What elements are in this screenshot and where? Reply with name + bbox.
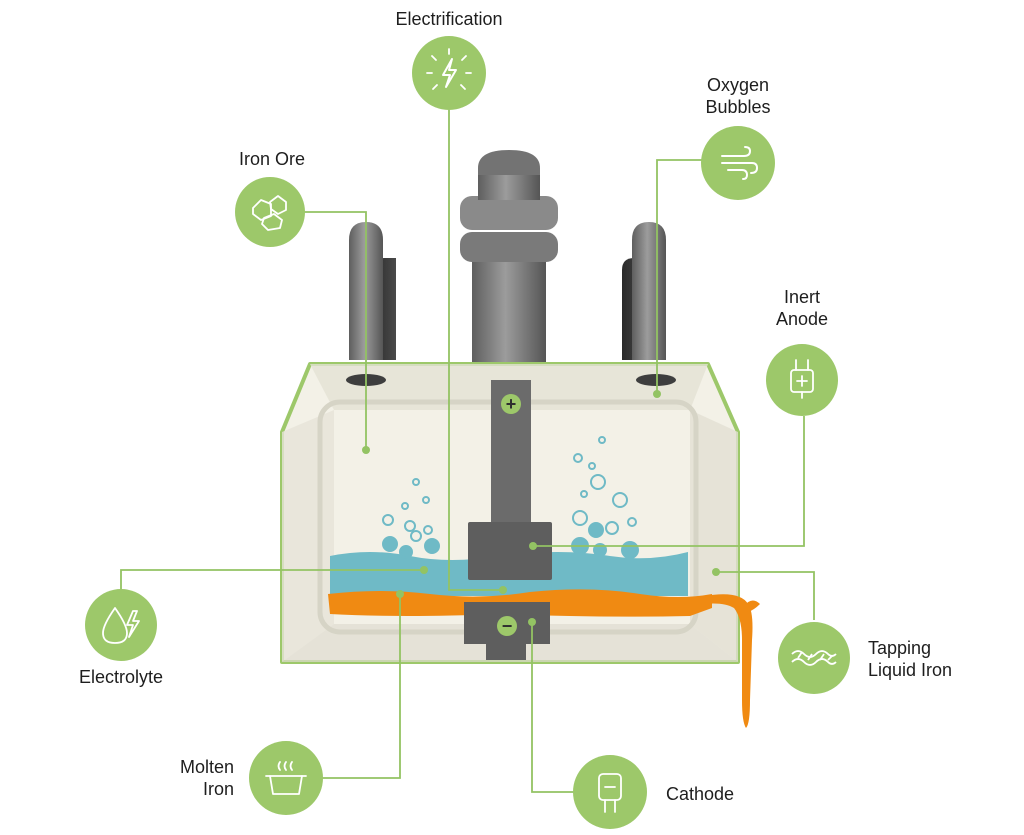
label-iron-ore: Iron Ore	[238, 149, 306, 169]
negative-terminal: −	[502, 616, 513, 636]
oxygen-bubbles-left	[382, 478, 440, 559]
wind-icon	[701, 126, 775, 200]
cathode-electrode: −	[464, 602, 550, 660]
left-pipe	[349, 222, 396, 360]
label-electrification: Electrification	[395, 9, 503, 29]
leader-dots	[362, 390, 720, 626]
label-molten-iron: Molten Iron	[179, 757, 234, 799]
label-oxygen-bubbles: Oxygen Bubbles	[705, 75, 771, 117]
inert-anode-electrode: +	[468, 380, 552, 580]
label-inert-anode: Inert Anode	[775, 287, 829, 329]
electrode-icon	[573, 755, 647, 829]
flowing-iron-icon	[778, 622, 850, 694]
label-cathode: Cathode	[666, 784, 735, 804]
positive-terminal: +	[506, 394, 517, 414]
plug-icon	[766, 344, 838, 416]
electrification-icon	[412, 36, 486, 110]
central-electrode-column	[460, 150, 558, 362]
label-tapping-liquid-iron: Tapping Liquid Iron	[868, 638, 953, 680]
label-electrolyte: Electrolyte	[78, 667, 164, 687]
droplet-bolt-icon	[85, 589, 157, 661]
iron-ore-icon	[235, 177, 305, 247]
right-pipe	[622, 222, 666, 360]
crucible-icon	[249, 741, 323, 815]
